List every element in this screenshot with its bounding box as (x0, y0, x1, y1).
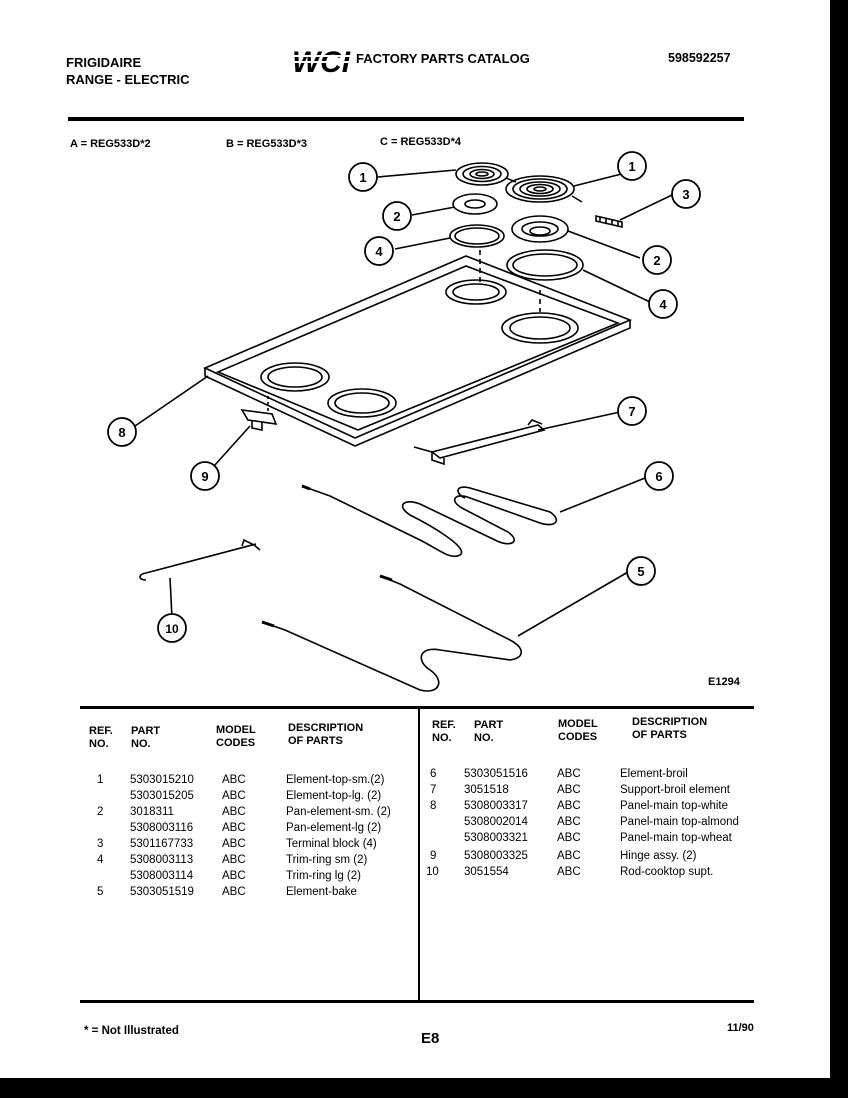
not-illustrated-note: * = Not Illustrated (84, 1025, 179, 1037)
callout-9: 9 (190, 461, 220, 491)
callout-4b: 4 (648, 289, 678, 319)
element-pan-small (452, 193, 498, 215)
callout-3: 3 (671, 179, 701, 209)
svg-text:2: 2 (653, 253, 660, 268)
diagram-code: E1294 (708, 676, 740, 688)
parts-diagram: 1 1 2 2 3 4 4 5 (107, 151, 701, 692)
catalog-number: 598592257 (668, 51, 731, 65)
header-ref-left: REF.NO. (89, 725, 113, 750)
brand-name: FRIGIDAIRE (66, 55, 142, 70)
svg-text:4: 4 (375, 244, 383, 259)
svg-text:10: 10 (165, 622, 179, 636)
svg-text:1: 1 (628, 159, 635, 174)
svg-text:5: 5 (637, 564, 644, 579)
broil-support (413, 419, 546, 466)
callout-1b: 1 (617, 151, 647, 181)
callout-2a: 2 (382, 201, 412, 231)
svg-text:8: 8 (118, 425, 125, 440)
scan-border-right (830, 0, 848, 1098)
surface-element-large (505, 175, 583, 203)
bake-element (261, 575, 523, 692)
callout-4a: 4 (364, 236, 394, 266)
svg-text:6: 6 (655, 469, 662, 484)
svg-text:4: 4 (659, 297, 667, 312)
svg-text:7: 7 (628, 404, 635, 419)
catalog-page: FRIGIDAIRE RANGE - ELECTRIC WCI FACTORY … (66, 46, 754, 1047)
callout-1a: 1 (348, 162, 378, 192)
svg-text:2: 2 (393, 209, 400, 224)
svg-text:1: 1 (359, 170, 366, 185)
product-name: RANGE - ELECTRIC (66, 72, 190, 87)
callout-5: 5 (626, 556, 656, 586)
table-top-rule (80, 706, 754, 709)
header-ref-right: REF.NO. (432, 719, 456, 744)
trim-ring-large (506, 249, 584, 281)
callout-2b: 2 (642, 245, 672, 275)
table-divider (418, 709, 420, 1001)
hinge-assembly (240, 408, 278, 431)
trim-ring-small (449, 224, 505, 248)
catalog-title: FACTORY PARTS CATALOG (356, 51, 530, 66)
callout-10: 10 (157, 613, 187, 643)
header-rule (68, 117, 744, 121)
element-pan-large (511, 215, 569, 243)
svg-text:3: 3 (682, 187, 689, 202)
model-c: C = REG533D*4 (380, 136, 462, 148)
callout-7: 7 (617, 396, 647, 426)
surface-element-small (455, 162, 517, 186)
model-a: A = REG533D*2 (70, 138, 151, 150)
model-b: B = REG533D*3 (226, 138, 308, 150)
table-bottom-rule (80, 1000, 754, 1003)
svg-text:9: 9 (201, 469, 208, 484)
main-top-panel (203, 255, 633, 447)
terminal-block (595, 214, 623, 229)
page-number: E8 (421, 1030, 440, 1047)
callout-6: 6 (644, 461, 674, 491)
cooktop-support-rod (139, 538, 261, 581)
callout-8: 8 (107, 417, 137, 447)
wci-logo: WCI (290, 46, 352, 76)
catalog-date: 11/90 (727, 1022, 754, 1034)
broil-element (301, 485, 558, 558)
scan-border-bottom (0, 1078, 848, 1098)
